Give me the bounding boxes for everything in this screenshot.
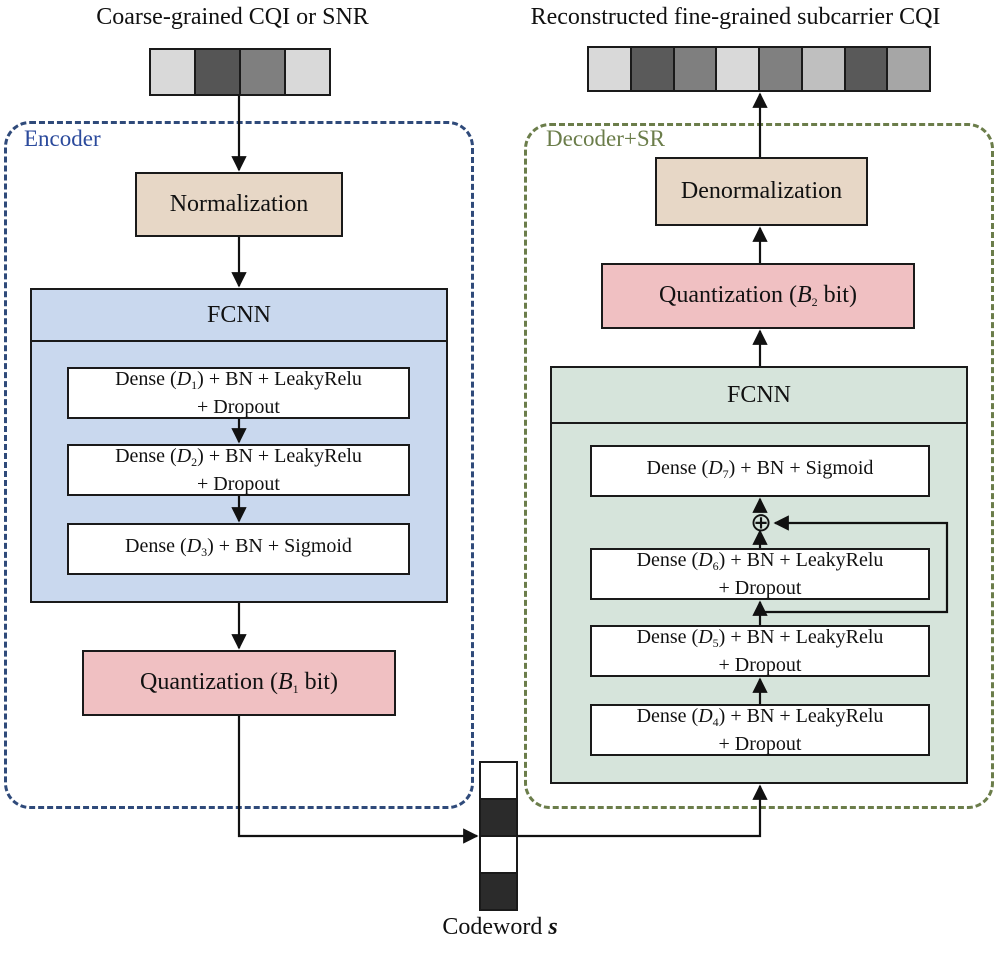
decoder-dense-layer-7: Dense (D7) + BN + Sigmoid — [590, 445, 930, 497]
encoder-label: Encoder — [24, 126, 101, 151]
layer-line-1: Dense (D6) + BN + LeakyRelu — [636, 549, 884, 573]
decoder-dense-layer-5: Dense (D5) + BN + LeakyRelu + Dropout — [590, 625, 930, 677]
output-title: Reconstructed fine-grained subcarrier CQ… — [530, 4, 941, 30]
vector-cell — [151, 50, 196, 94]
encoder-quantization-block: Quantization (B1 bit) — [82, 650, 396, 716]
vector-cell — [481, 763, 516, 800]
vector-cell — [286, 50, 329, 94]
input-cqi-vector — [149, 48, 331, 96]
input-title: Coarse-grained CQI or SNR — [96, 4, 369, 30]
layer-line-2: + Dropout — [197, 396, 280, 418]
denormalization-block: Denormalization — [655, 157, 868, 226]
codeword-label: Codeword s — [442, 914, 558, 940]
denormalization-label: Denormalization — [680, 178, 843, 204]
decoder-quantization-block: Quantization (B2 bit) — [601, 263, 915, 329]
normalization-block: Normalization — [135, 172, 343, 237]
decoder-dense-layer-4: Dense (D4) + BN + LeakyRelu + Dropout — [590, 704, 930, 756]
layer-line-1: Dense (D1) + BN + LeakyRelu — [115, 368, 362, 392]
output-cqi-vector — [587, 46, 931, 92]
layer-line-2: + Dropout — [197, 473, 280, 495]
vector-cell — [631, 48, 675, 90]
encoder-fcnn-header: FCNN — [32, 290, 446, 342]
vector-cell — [241, 50, 286, 94]
vector-cell — [845, 48, 889, 90]
arrow-codeword-to-decoder — [518, 784, 768, 838]
vector-cell — [674, 48, 718, 90]
vector-cell — [717, 48, 760, 90]
encoder-fcnn-title: FCNN — [206, 301, 272, 328]
vector-cell — [760, 48, 803, 90]
layer-line-2: + Dropout — [718, 577, 802, 599]
vector-cell — [196, 50, 241, 94]
arrow-quantization-to-codeword — [237, 716, 479, 844]
vector-cell — [481, 874, 516, 909]
layer-line-1: Dense (D7) + BN + Sigmoid — [646, 457, 874, 481]
vector-cell — [888, 48, 929, 90]
vector-cell — [481, 837, 516, 874]
decoder-dense-layer-6: Dense (D6) + BN + LeakyRelu + Dropout — [590, 548, 930, 600]
decoder-fcnn-title: FCNN — [726, 381, 792, 408]
skip-connection — [760, 515, 949, 614]
normalization-label: Normalization — [169, 191, 309, 217]
encoder-quantization-label: Quantization (B1 bit) — [140, 669, 338, 696]
layer-line-2: + Dropout — [718, 733, 802, 755]
decoder-fcnn-header: FCNN — [552, 368, 966, 424]
vector-cell — [589, 48, 632, 90]
layer-line-1: Dense (D3) + BN + Sigmoid — [125, 535, 352, 559]
encoder-dense-layer-2: Dense (D2) + BN + LeakyRelu + Dropout — [67, 444, 410, 496]
decoder-label: Decoder+SR — [546, 126, 665, 151]
vector-cell — [802, 48, 846, 90]
encoder-dense-layer-1: Dense (D1) + BN + LeakyRelu + Dropout — [67, 367, 410, 419]
codeword-vector — [479, 761, 518, 911]
layer-line-2: + Dropout — [718, 654, 802, 676]
vector-cell — [481, 800, 516, 837]
decoder-quantization-label: Quantization (B2 bit) — [659, 282, 857, 309]
layer-line-1: Dense (D5) + BN + LeakyRelu — [636, 626, 884, 650]
encoder-dense-layer-3: Dense (D3) + BN + Sigmoid — [67, 523, 410, 575]
layer-line-1: Dense (D4) + BN + LeakyRelu — [636, 705, 884, 729]
layer-line-1: Dense (D2) + BN + LeakyRelu — [115, 445, 362, 469]
